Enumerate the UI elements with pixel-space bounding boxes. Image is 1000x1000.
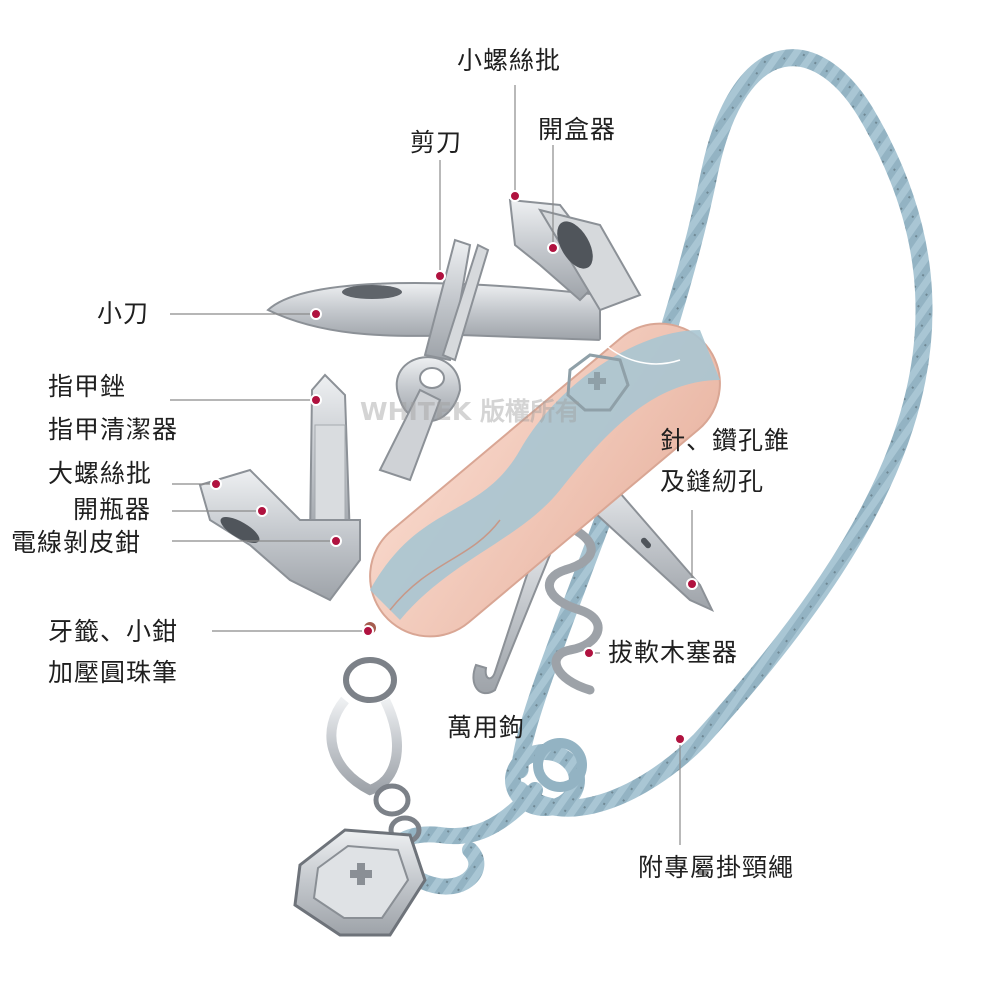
label-can-opener: 開盒器 [538, 115, 617, 144]
marker-dots [210, 190, 698, 745]
marker-small-screwdriver [509, 190, 521, 202]
leader-lines [170, 85, 693, 845]
label-wire-stripper: 電線剝皮鉗 [11, 528, 142, 557]
watermark-text: WHITEK 版權所有 [360, 397, 580, 426]
label-nail-file: 指甲銼 [48, 372, 127, 401]
tools [198, 198, 715, 695]
label-nail-cleaner: 指甲清潔器 [48, 415, 179, 444]
label-small-knife: 小刀 [97, 299, 150, 328]
marker-corkscrew [583, 647, 595, 659]
label-bottle-opener: 開瓶器 [73, 495, 152, 524]
carabiner [326, 657, 422, 845]
marker-large-screwdriver [210, 478, 222, 490]
marker-can-opener [547, 242, 559, 254]
marker-lanyard [674, 733, 686, 745]
marker-wire-stripper [330, 535, 342, 547]
label-pressurized-pen: 加壓圓珠筆 [48, 658, 179, 687]
cross-shield-logo-icon [566, 353, 630, 412]
shield-badge-icon [293, 828, 427, 937]
label-corkscrew: 拔軟木塞器 [608, 638, 739, 667]
marker-nail-file [310, 394, 322, 406]
label-large-screwdriver: 大螺絲批 [48, 459, 153, 488]
label-scissors: 剪刀 [410, 128, 463, 157]
marker-toothpick [362, 625, 374, 637]
label-toothpick-tweezers: 牙籤、小鉗 [48, 617, 179, 646]
label-awl-line2: 及鏠紉孔 [660, 467, 765, 496]
marker-awl [686, 578, 698, 590]
label-awl-line1: 針、鑽孔錐 [660, 426, 791, 455]
marker-scissors [434, 270, 446, 282]
label-small-screwdriver: 小螺絲批 [457, 46, 562, 75]
marker-bottle-opener [256, 505, 268, 517]
label-multi-hook: 萬用鉤 [447, 713, 526, 742]
corkscrew [544, 520, 603, 695]
label-lanyard: 附專屬掛頸繩 [638, 853, 795, 882]
marker-small-knife [310, 308, 322, 320]
